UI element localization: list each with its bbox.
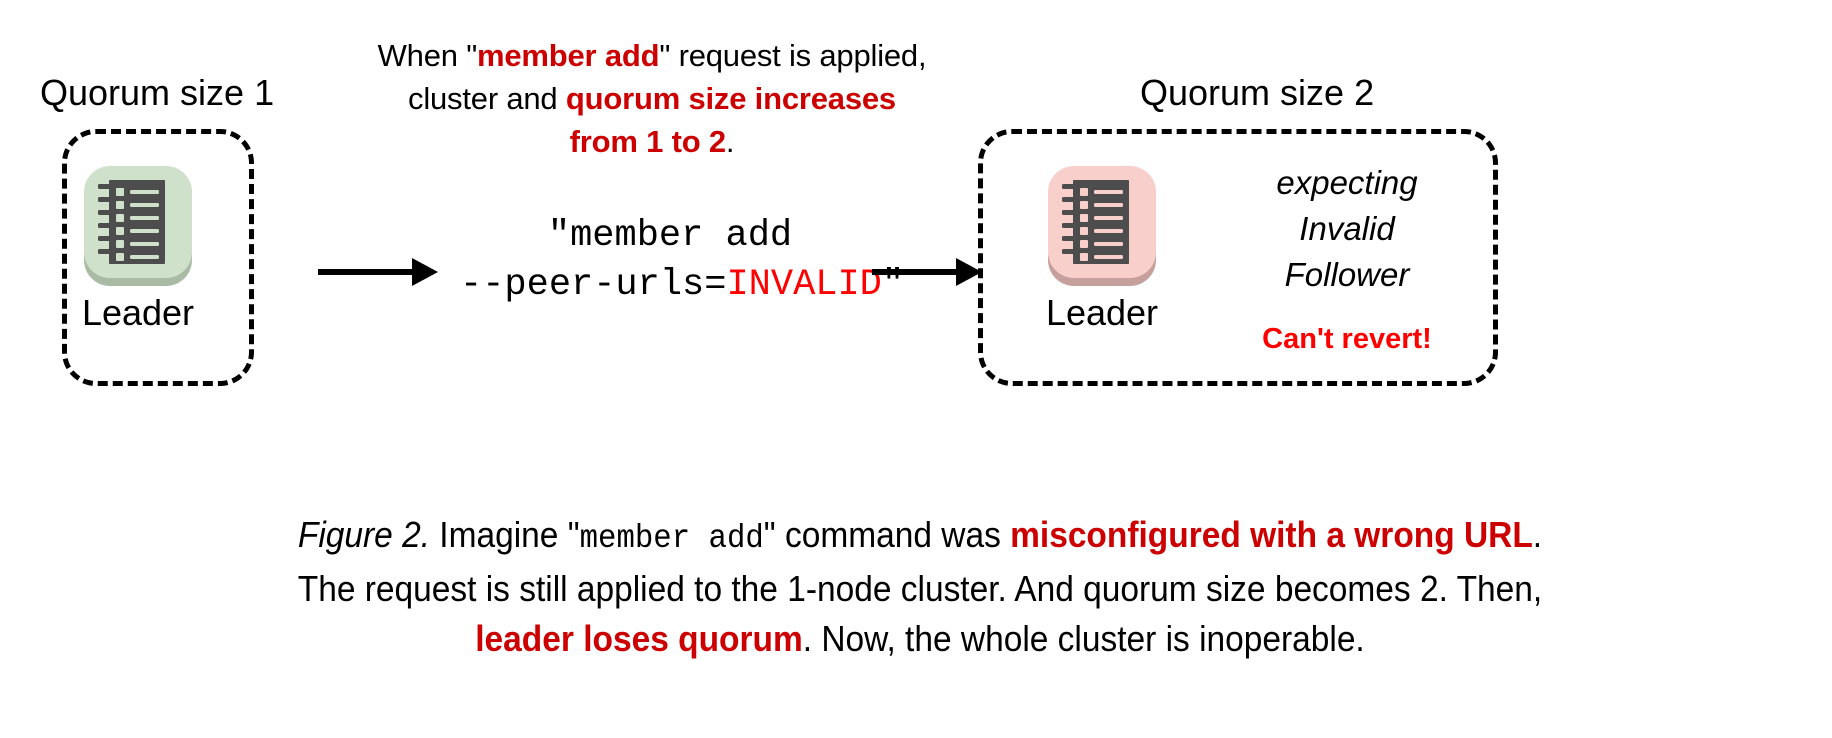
caption-seg4: . Now, the whole cluster is inoperable.: [802, 618, 1365, 659]
left-cluster-box: [62, 129, 254, 386]
top-note-l1-p2: " request is applied,: [659, 38, 927, 73]
top-note-l2-emphasis: quorum size increases: [565, 81, 896, 116]
right-leader-node: Leader: [1044, 160, 1180, 334]
cant-revert-warning: Can't revert!: [1262, 323, 1432, 355]
caption-line1: Figure 2. Imagine "member add" command w…: [102, 510, 1739, 564]
caption-label: Figure 2.: [297, 514, 431, 555]
caption-mono-command: member add: [579, 520, 764, 557]
top-annotation-line1: When "member add" request is applied,: [352, 34, 952, 77]
right-cluster-title: Quorum size 2: [1140, 72, 1375, 113]
server-rack-glyph: [98, 180, 165, 264]
top-annotation: When "member add" request is applied, cl…: [352, 34, 952, 163]
top-note-l1-p1: When ": [377, 38, 478, 73]
right-node-label: Leader: [1045, 292, 1159, 333]
expecting-invalid-follower-note: expecting Invalid Follower: [1222, 160, 1472, 298]
caption-seg2: " command was: [763, 514, 1011, 555]
caption-seg3: .: [1532, 514, 1543, 555]
command-invalid-value: INVALID: [726, 264, 882, 306]
left-node-label: Leader: [81, 292, 195, 333]
expecting-line2: Invalid: [1299, 210, 1395, 247]
command-prefix: --peer-urls=: [460, 264, 727, 306]
figure-caption: Figure 2. Imagine "member add" command w…: [102, 510, 1739, 664]
right-cluster-box: [978, 129, 1498, 386]
server-rack-glyph: [1062, 180, 1129, 264]
expecting-line1: expecting: [1276, 164, 1418, 201]
top-annotation-line2: cluster and quorum size increases: [352, 77, 952, 120]
server-rack-icon: [80, 160, 196, 288]
caption-seg1: Imagine ": [430, 514, 580, 555]
arrow-head: [956, 258, 982, 286]
caption-line2: The request is still applied to the 1-no…: [297, 568, 1543, 609]
left-cluster-title: Quorum size 1: [40, 72, 275, 113]
command-line1: "member add: [547, 215, 793, 257]
top-note-l3-p2: .: [725, 124, 735, 159]
command-line2: --peer-urls=INVALID": [460, 261, 904, 310]
top-note-l3-emphasis: from 1 to 2: [569, 124, 726, 159]
top-note-l1-emphasis: member add: [477, 38, 660, 73]
caption-emphasis-leader-loses-quorum: leader loses quorum: [475, 618, 803, 659]
arrow-leader-to-command-icon: [318, 252, 440, 292]
left-leader-node: Leader: [80, 160, 216, 334]
icon-tile: [84, 166, 192, 278]
arrow-shaft: [318, 269, 414, 275]
arrow-head: [412, 258, 438, 286]
top-annotation-line3: from 1 to 2.: [352, 120, 952, 163]
top-note-l2-p1: cluster and: [408, 81, 566, 116]
arrow-command-to-cluster-icon: [872, 252, 984, 292]
caption-emphasis-misconfigured: misconfigured with a wrong URL: [1010, 514, 1533, 555]
arrow-shaft: [872, 269, 958, 275]
server-rack-icon: [1044, 160, 1160, 288]
icon-tile: [1048, 166, 1156, 278]
command-text: "member add --peer-urls=INVALID": [460, 212, 904, 310]
expecting-line3: Follower: [1284, 256, 1410, 293]
caption-line3: leader loses quorum. Now, the whole clus…: [102, 614, 1739, 664]
